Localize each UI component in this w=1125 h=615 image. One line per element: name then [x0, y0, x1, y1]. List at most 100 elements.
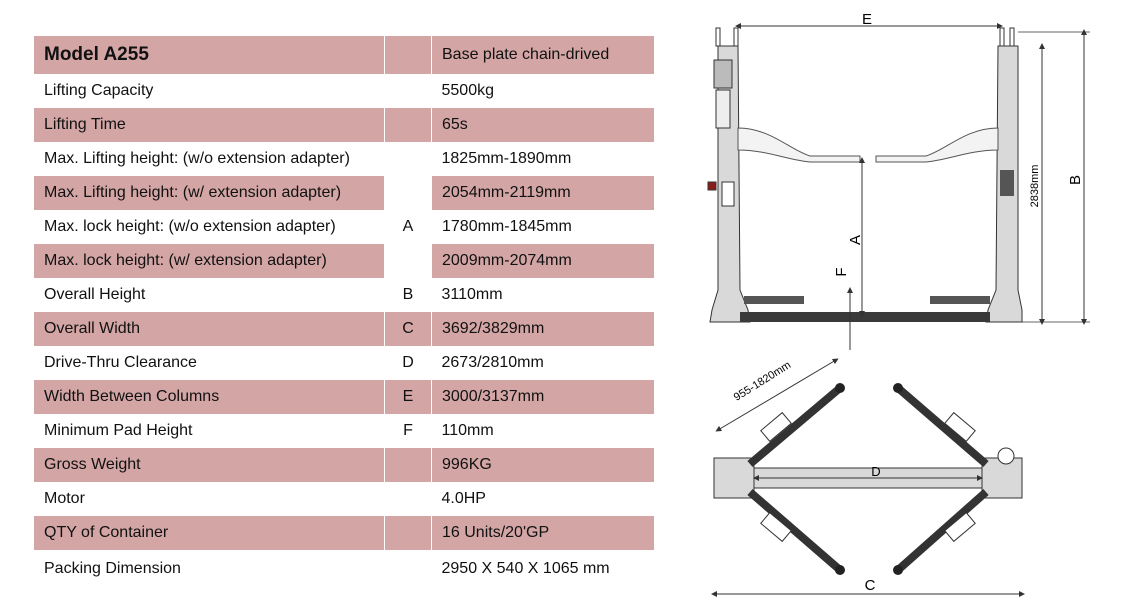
model-title: Model A255	[34, 36, 385, 74]
table-row: Width Between Columns E 3000/3137mm	[34, 380, 654, 414]
front-view-diagram: E A F 2838mm B	[707, 11, 1090, 350]
label-b: B	[1067, 175, 1084, 185]
ref-cell: B	[402, 286, 414, 303]
top-view-diagram: 955-1820mm D C	[711, 358, 1025, 597]
right-lower-pad	[930, 296, 990, 304]
table-row: Overall Height B 3110mm	[34, 278, 654, 312]
pad-lower-left	[835, 565, 845, 575]
base-plate	[740, 312, 990, 322]
right-column-cap	[999, 27, 1005, 47]
pad-lower-right	[893, 565, 903, 575]
left-base-plate	[713, 457, 755, 499]
label-cell: Max. Lifting height: (w/ extension adapt…	[34, 176, 385, 210]
left-arm	[737, 127, 861, 163]
restraint-plate	[944, 411, 976, 443]
arm-lower-left	[747, 488, 843, 574]
spec-table: Model A255 Base plate chain-drived Lifti…	[34, 36, 654, 587]
ref-cell	[384, 448, 432, 482]
restraint-plate	[760, 511, 792, 543]
label-a: A	[847, 235, 864, 245]
label-d: D	[871, 464, 880, 479]
value-cell: 2009mm-2074mm	[431, 244, 654, 278]
label-cell: Motor	[44, 490, 85, 507]
value-cell: 3000/3137mm	[431, 380, 654, 414]
table-row: Drive-Thru Clearance D 2673/2810mm	[34, 346, 654, 380]
label-cell: Lifting Time	[34, 108, 385, 142]
ref-cell	[385, 550, 432, 587]
table-row: Minimum Pad Height F 110mm	[34, 414, 654, 448]
value-cell: 1825mm-1890mm	[441, 150, 572, 167]
arm-lower-right	[895, 489, 989, 573]
table-row: Gross Weight 996KG	[34, 448, 654, 482]
arm-range-text: 955-1820mm	[732, 359, 793, 404]
power-unit-top	[997, 447, 1015, 465]
table-row: Max. Lifting height: (w/o extension adap…	[34, 142, 654, 176]
label-cell: Max. Lifting height: (w/o extension adap…	[44, 150, 350, 167]
height-dimension-text: 2838mm	[1029, 165, 1041, 208]
label-cell: Max. lock height: (w/ extension adapter)	[34, 244, 385, 278]
value-cell: 3692/3829mm	[431, 312, 654, 346]
right-base-plate	[981, 457, 1023, 499]
value-cell: 65s	[431, 108, 654, 142]
table-row: Overall Width C 3692/3829mm	[34, 312, 654, 346]
power-unit	[715, 89, 731, 129]
value-cell: 16 Units/20'GP	[431, 516, 654, 550]
restraint-plate	[760, 411, 792, 443]
pad-upper-left	[835, 383, 845, 393]
label-cell: QTY of Container	[34, 516, 385, 550]
label-c: C	[865, 577, 876, 594]
table-row: Max. lock height: (w/ extension adapter)…	[34, 244, 654, 278]
value-cell: 2673/2810mm	[441, 354, 544, 371]
arm-upper-right	[895, 384, 989, 468]
ref-cell	[384, 108, 432, 142]
control-box	[713, 59, 733, 89]
table-row: Max. lock height: (w/o extension adapter…	[34, 210, 654, 244]
arm-range-line	[715, 358, 839, 432]
value-cell: 996KG	[431, 448, 654, 482]
value-cell: 4.0HP	[441, 490, 486, 507]
label-e: E	[862, 11, 872, 28]
arm-upper-left	[747, 384, 843, 468]
ref-cell: D	[402, 354, 414, 371]
value-cell: 2054mm-2119mm	[431, 176, 654, 210]
left-column-cap	[733, 27, 739, 47]
motor-handle	[707, 181, 717, 191]
ref-cell	[385, 482, 432, 516]
right-arm	[875, 127, 999, 163]
table-row: Lifting Capacity 5500kg	[34, 74, 654, 108]
value-cell: 1780mm-1845mm	[442, 218, 572, 235]
table-row: Lifting Time 65s	[34, 108, 654, 142]
value-cell: 5500kg	[441, 82, 495, 99]
left-column-cap	[715, 27, 721, 47]
table-row: Model A255 Base plate chain-drived	[34, 36, 654, 74]
label-cell: Lifting Capacity	[44, 82, 154, 99]
ref-cell-a: A	[384, 176, 432, 278]
table-row: Max. Lifting height: (w/ extension adapt…	[34, 176, 654, 278]
ref-cell: E	[384, 380, 432, 414]
table-row: QTY of Container 16 Units/20'GP	[34, 516, 654, 550]
value-cell: 3110mm	[441, 286, 503, 303]
restraint-plate	[944, 511, 976, 543]
value-cell: 2950 X 540 X 1065 mm	[441, 559, 610, 577]
ref-cell	[385, 74, 432, 108]
pad-upper-right	[893, 383, 903, 393]
label-cell: Drive-Thru Clearance	[44, 354, 197, 371]
ref-cell: F	[403, 422, 413, 439]
value-cell: 110mm	[441, 422, 494, 439]
label-cell: Max. lock height: (w/o extension adapter…	[44, 218, 336, 235]
ref-cell: C	[384, 312, 432, 346]
label-cell: Overall Width	[34, 312, 385, 346]
label-cell: Packing Dimension	[44, 559, 181, 577]
right-column-cap	[1009, 27, 1015, 47]
right-column-box	[1000, 170, 1014, 196]
label-cell: Overall Height	[44, 286, 146, 303]
switch-panel	[721, 181, 735, 207]
ref-cell	[384, 516, 432, 550]
ref-cell	[385, 142, 432, 176]
label-cell: Width Between Columns	[34, 380, 385, 414]
label-cell: Minimum Pad Height	[44, 422, 193, 439]
label-cell: Gross Weight	[34, 448, 385, 482]
table-row: Motor 4.0HP	[34, 482, 654, 516]
label-f: F	[833, 267, 850, 276]
ref-cell	[384, 36, 432, 74]
